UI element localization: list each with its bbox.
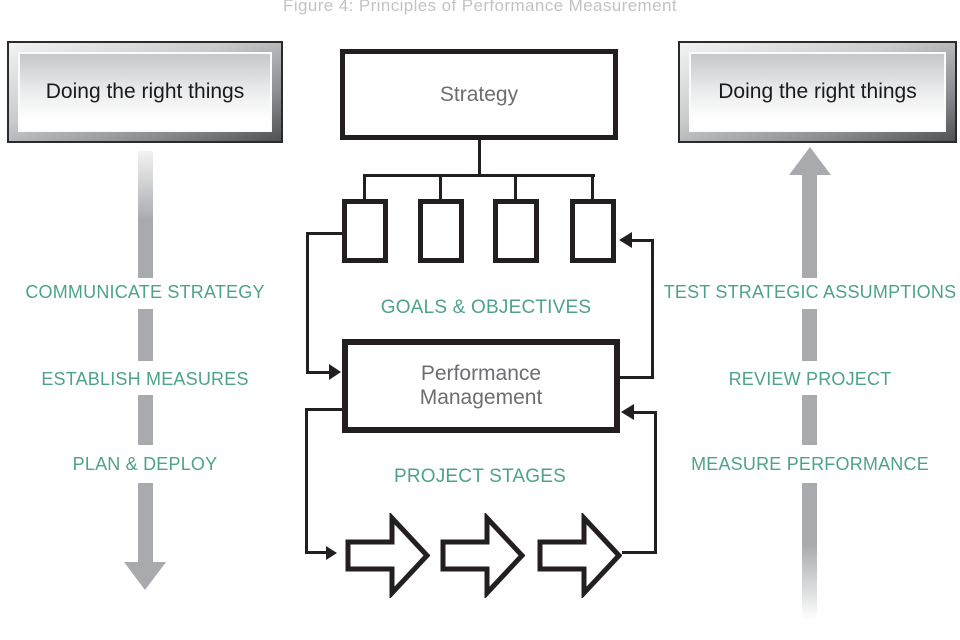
right-flow-arrow-shaft — [802, 309, 817, 361]
right-flow-arrow-shaft — [802, 483, 817, 620]
goal-box-1 — [342, 199, 388, 263]
goal-box-3 — [493, 199, 539, 263]
project-stages-label: PROJECT STAGES — [393, 466, 567, 487]
feedback-right-upper-vertical-line — [651, 239, 654, 379]
right-highlight-box-panel: Doing the right things — [689, 52, 946, 132]
feedback-left-upper-bottom-line — [306, 371, 330, 374]
feedback-left-lower-vertical-line — [305, 408, 308, 554]
right-step-label-1: TEST STRATEGIC ASSUMPTIONS — [663, 282, 957, 302]
feedback-right-lower-vertical-line — [654, 411, 657, 554]
right-arrowhead-icon — [326, 546, 337, 560]
right-arrowhead-icon — [329, 364, 341, 380]
feedback-right-lower-bottom-line — [622, 551, 657, 554]
left-step-label-2: ESTABLISH MEASURES — [41, 369, 249, 389]
right-step-label-3: MEASURE PERFORMANCE — [691, 454, 929, 474]
feedback-left-lower-bottom-line — [305, 551, 327, 554]
feedback-left-upper-vertical-line — [306, 232, 309, 374]
right-flow-arrow-shaft — [802, 175, 817, 278]
left-highlight-box-label: Doing the right things — [45, 80, 245, 103]
up-arrow-icon — [789, 147, 831, 175]
left-flow-arrow-shaft — [138, 395, 153, 445]
left-step-label-1: COMMUNICATE STRATEGY — [25, 282, 265, 302]
tree-stub-line-2 — [439, 176, 442, 201]
tree-stub-line-3 — [514, 176, 517, 201]
figure-title: Figure 4: Principles of Performance Meas… — [283, 0, 677, 15]
feedback-right-upper-top-line — [632, 239, 654, 242]
left-highlight-box: Doing the right things — [7, 41, 283, 143]
left-flow-arrow-shaft — [138, 151, 153, 278]
project-stage-arrow-3 — [537, 513, 622, 598]
tree-crossbar-line — [363, 174, 595, 177]
strategy-box: Strategy — [340, 49, 618, 140]
down-arrow-icon — [124, 562, 166, 590]
feedback-right-lower-top-line — [634, 411, 657, 414]
left-arrowhead-icon — [621, 404, 634, 420]
project-stage-arrow-1 — [345, 513, 430, 598]
performance-management-box: Performance Management — [342, 339, 620, 433]
left-flow-arrow-shaft — [138, 309, 153, 361]
strategy-box-label: Strategy — [439, 82, 519, 106]
right-step-label-2: REVIEW PROJECT — [728, 369, 892, 389]
left-step-label-3: PLAN & DEPLOY — [72, 454, 218, 474]
feedback-right-upper-bottom-line — [618, 376, 654, 379]
left-arrowhead-icon — [619, 232, 632, 248]
tree-trunk-line — [478, 138, 481, 175]
tree-stub-line-4 — [591, 176, 594, 201]
project-stage-arrow-2 — [440, 513, 525, 598]
right-highlight-box: Doing the right things — [678, 41, 957, 143]
feedback-left-upper-top-line — [306, 232, 342, 235]
right-highlight-box-label: Doing the right things — [718, 80, 917, 103]
goal-box-2 — [418, 199, 464, 263]
tree-stub-line-1 — [363, 176, 366, 201]
goal-box-4 — [570, 199, 616, 263]
right-flow-arrow-shaft — [802, 395, 817, 445]
goals-objectives-label: GOALS & OBJECTIVES — [380, 297, 592, 318]
feedback-left-lower-top-line — [305, 408, 342, 411]
left-flow-arrow-shaft — [138, 483, 153, 562]
left-highlight-box-panel: Doing the right things — [18, 52, 272, 132]
performance-management-label-line2: Management — [419, 386, 543, 409]
performance-management-label-line1: Performance — [420, 361, 542, 385]
